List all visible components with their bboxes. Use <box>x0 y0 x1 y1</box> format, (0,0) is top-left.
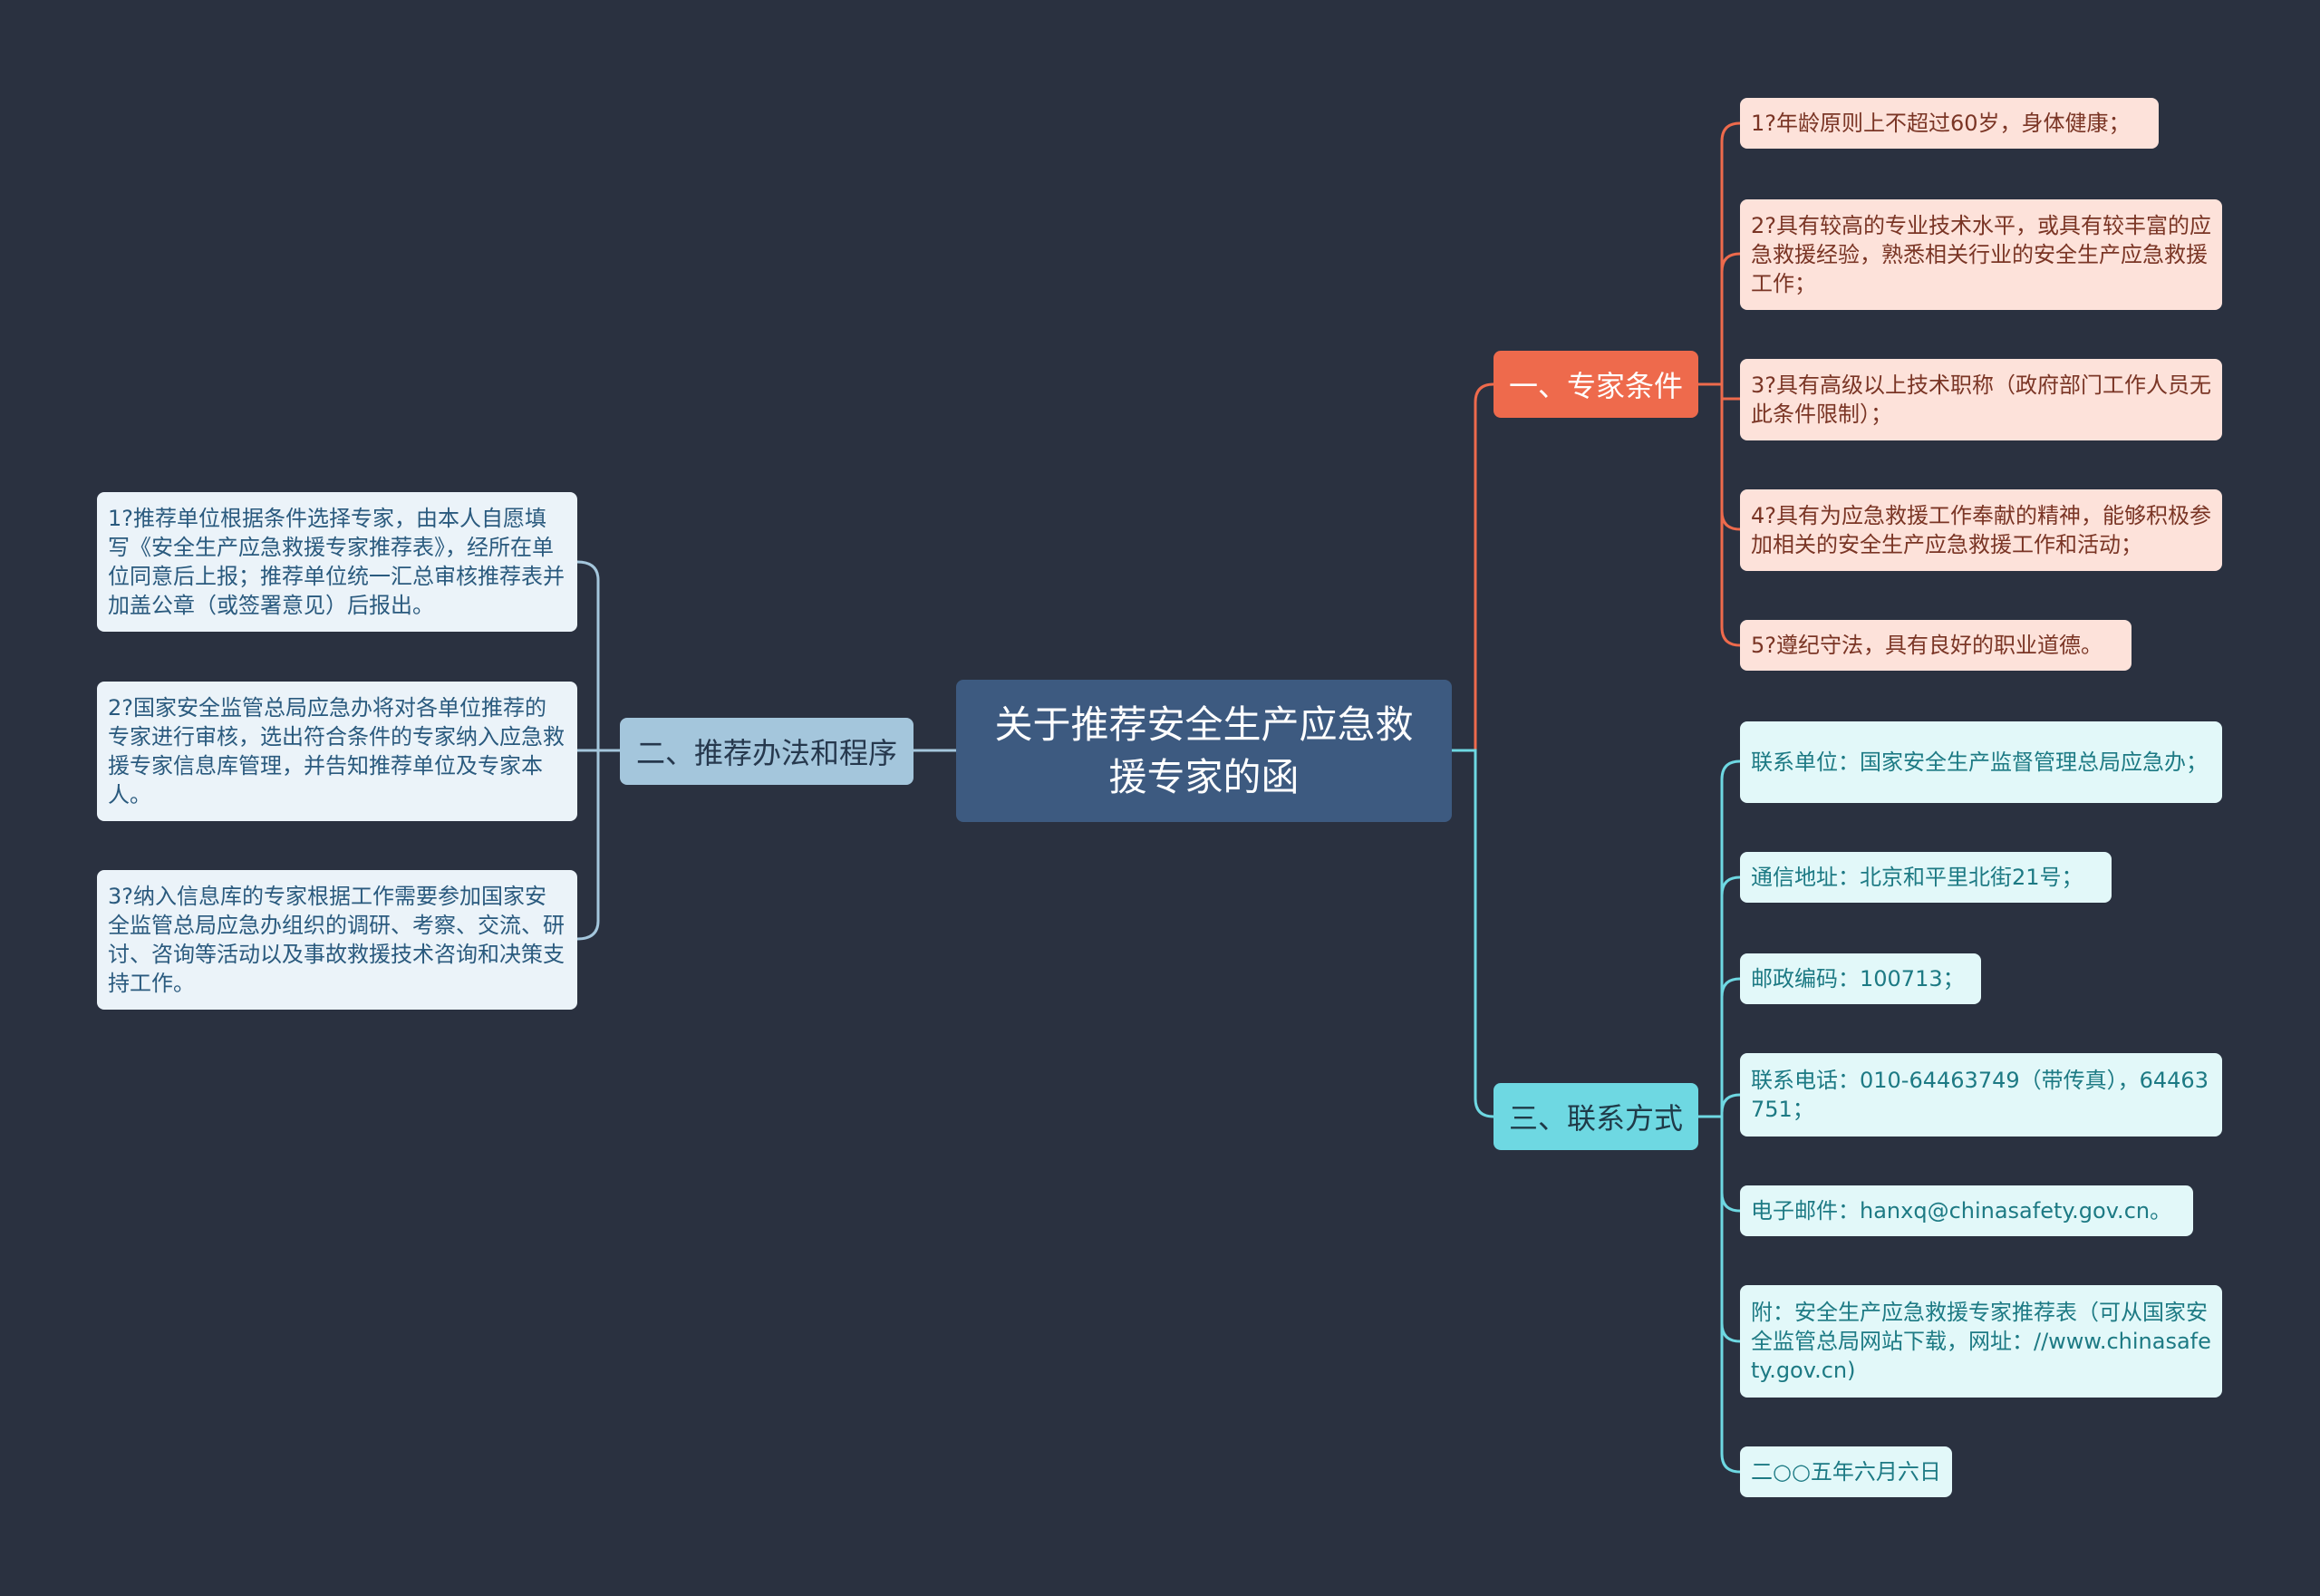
connector-one-leaf-5 <box>1720 384 1741 647</box>
leaf-node[interactable]: 联系电话：010-64463749（带传真），64463751； <box>1740 1053 2222 1137</box>
leaf-node[interactable]: 电子邮件：hanxq@chinasafety.gov.cn。 <box>1740 1185 2193 1236</box>
connector-root-branch-one <box>1452 382 1494 752</box>
leaf-text: 3?纳入信息库的专家根据工作需要参加国家安全监管总局应急办组织的调研、考察、交流… <box>108 884 565 996</box>
leaf-text: 1?年龄原则上不超过60岁，身体健康； <box>1751 111 2131 136</box>
connector-three-leaf-6 <box>1720 1117 1741 1343</box>
leaf-text: 电子邮件：hanxq@chinasafety.gov.cn。 <box>1751 1198 2172 1224</box>
leaf-node[interactable]: 5?遵纪守法，具有良好的职业道德。 <box>1740 620 2132 671</box>
connector-three-leaf-7 <box>1720 1117 1741 1474</box>
branch-node-expert-conditions[interactable]: 一、专家条件 <box>1494 351 1698 418</box>
leaf-text: 联系单位：国家安全生产监督管理总局应急办； <box>1751 750 2208 775</box>
connector-three-leaf-1 <box>1720 759 1741 1117</box>
root-title: 关于推荐安全生产应急救援专家的函 <box>994 701 1414 799</box>
leaf-text: 1?推荐单位根据条件选择专家，由本人自愿填写《安全生产应急救援专家推荐表》，经所… <box>108 506 565 618</box>
leaf-node[interactable]: 附：安全生产应急救援专家推荐表（可从国家安全监管总局网站下载，网址：//www.… <box>1740 1285 2222 1398</box>
branch-label: 一、专家条件 <box>1508 369 1683 403</box>
leaf-text: 4?具有为应急救援工作奉献的精神，能够积极参加相关的安全生产应急救援工作和活动； <box>1751 503 2212 557</box>
leaf-node[interactable]: 4?具有为应急救援工作奉献的精神，能够积极参加相关的安全生产应急救援工作和活动； <box>1740 489 2222 571</box>
leaf-text: 3?具有高级以上技术职称（政府部门工作人员无此条件限制）； <box>1751 372 2212 427</box>
connector-two-leaf-1 <box>576 560 600 750</box>
branch-label: 三、联系方式 <box>1508 1101 1683 1136</box>
leaf-node[interactable]: 3?具有高级以上技术职称（政府部门工作人员无此条件限制）； <box>1740 359 2222 440</box>
root-node[interactable]: 关于推荐安全生产应急救援专家的函 <box>956 680 1452 822</box>
connector-one-leaf-4 <box>1720 384 1741 531</box>
leaf-text: 通信地址：北京和平里北街21号； <box>1751 865 2083 890</box>
connector-three-leaf-5 <box>1720 1117 1741 1213</box>
connector-one-leaf-1 <box>1720 121 1741 384</box>
leaf-node[interactable]: 1?推荐单位根据条件选择专家，由本人自愿填写《安全生产应急救援专家推荐表》，经所… <box>97 492 577 632</box>
leaf-text: 联系电话：010-64463749（带传真），64463751； <box>1751 1068 2209 1122</box>
connector-two-leaf-3 <box>576 750 600 941</box>
connector-root-branch-three <box>1452 749 1494 1118</box>
branch-node-contact-info[interactable]: 三、联系方式 <box>1494 1083 1698 1150</box>
leaf-node[interactable]: 联系单位：国家安全生产监督管理总局应急办； <box>1740 721 2222 803</box>
branch-node-recommendation-procedure[interactable]: 二、推荐办法和程序 <box>620 718 914 785</box>
connector-three-leaf-3 <box>1720 977 1741 1117</box>
connector-three-leaf-2 <box>1720 875 1741 1117</box>
connector-three-leaf-4 <box>1720 1093 1741 1117</box>
leaf-node[interactable]: 邮政编码：100713； <box>1740 953 1981 1004</box>
leaf-node[interactable]: 1?年龄原则上不超过60岁，身体健康； <box>1740 98 2159 149</box>
branch-label: 二、推荐办法和程序 <box>635 736 897 770</box>
leaf-text: 邮政编码：100713； <box>1751 966 1965 991</box>
leaf-node[interactable]: 通信地址：北京和平里北街21号； <box>1740 852 2112 903</box>
leaf-text: 附：安全生产应急救援专家推荐表（可从国家安全监管总局网站下载，网址：//www.… <box>1751 1300 2211 1383</box>
leaf-text: 二○○五年六月六日 <box>1751 1459 1941 1485</box>
leaf-text: 2?具有较高的专业技术水平，或具有较丰富的应急救援经验，熟悉相关行业的安全生产应… <box>1751 213 2212 296</box>
leaf-node[interactable]: 2?国家安全监管总局应急办将对各单位推荐的专家进行审核，选出符合条件的专家纳入应… <box>97 682 577 821</box>
leaf-node[interactable]: 2?具有较高的专业技术水平，或具有较丰富的应急救援经验，熟悉相关行业的安全生产应… <box>1740 199 2222 310</box>
leaf-node[interactable]: 二○○五年六月六日 <box>1740 1446 1952 1497</box>
leaf-text: 5?遵纪守法，具有良好的职业道德。 <box>1751 633 2103 658</box>
leaf-node[interactable]: 3?纳入信息库的专家根据工作需要参加国家安全监管总局应急办组织的调研、考察、交流… <box>97 870 577 1010</box>
connector-one-leaf-3 <box>1720 384 1740 401</box>
connector-one-leaf-2 <box>1720 252 1741 384</box>
leaf-text: 2?国家安全监管总局应急办将对各单位推荐的专家进行审核，选出符合条件的专家纳入应… <box>108 695 565 808</box>
